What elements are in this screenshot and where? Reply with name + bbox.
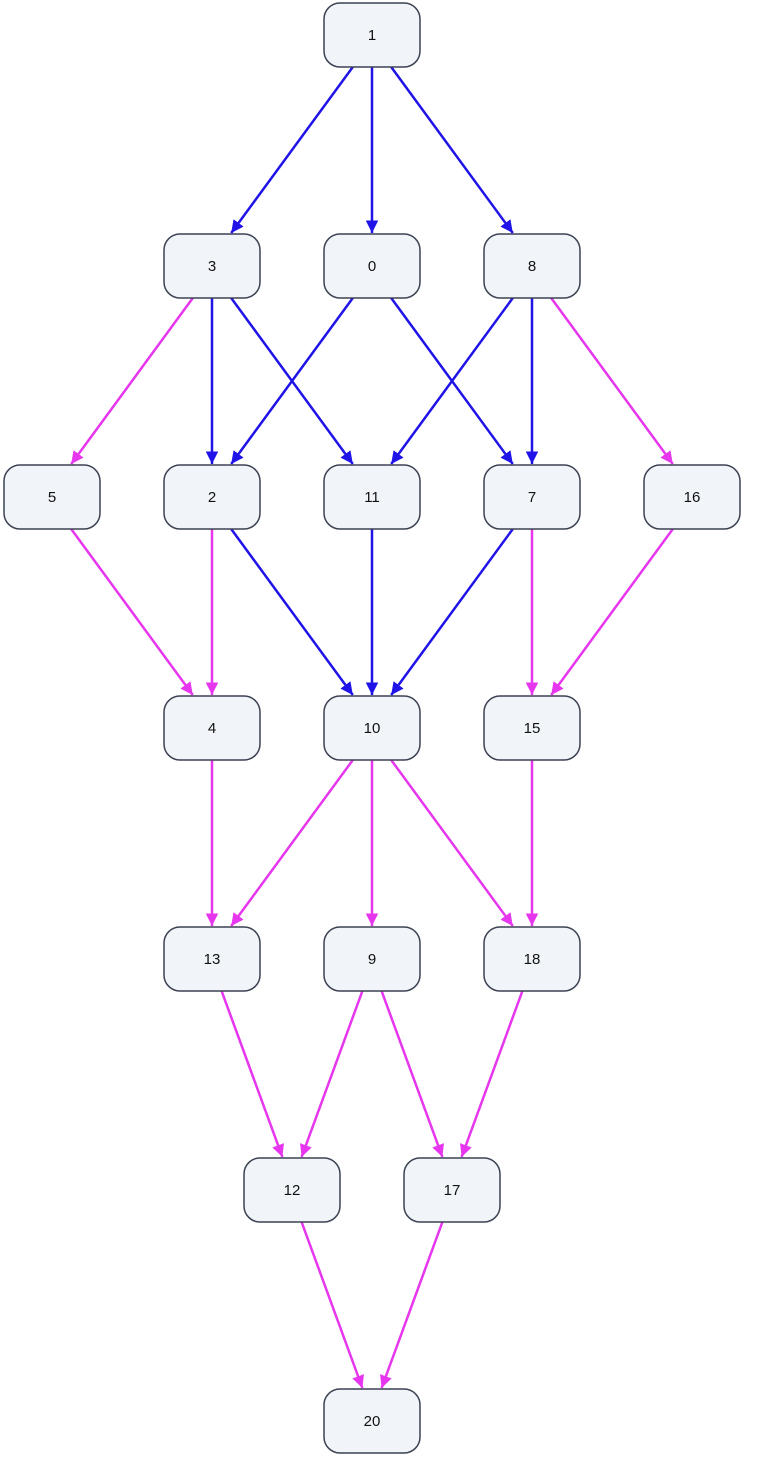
node-label-9: 9: [368, 951, 376, 968]
node-box-3: [163, 233, 261, 299]
node-box-20: [323, 1388, 421, 1454]
edges-layer: [70, 66, 674, 1389]
graph-node-9: 9: [323, 926, 421, 992]
node-label-16: 16: [684, 489, 701, 506]
edge-18-to-17: [460, 990, 524, 1158]
graph-node-15: 15: [483, 695, 581, 761]
graph-node-20: 20: [323, 1388, 421, 1454]
node-box-17: [403, 1157, 501, 1223]
graph-node-3: 3: [163, 233, 261, 299]
graph-node-0: 0: [323, 233, 421, 299]
graph-node-4: 4: [163, 695, 261, 761]
node-label-5: 5: [48, 489, 56, 506]
node-label-13: 13: [204, 951, 221, 968]
node-box-0: [323, 233, 421, 299]
node-label-2: 2: [208, 489, 216, 506]
node-box-9: [323, 926, 421, 992]
edge-12-to-20: [300, 1221, 364, 1389]
node-label-1: 1: [368, 27, 376, 44]
edge-3-to-5: [70, 297, 194, 465]
graph-node-13: 13: [163, 926, 261, 992]
edge-10-to-18: [390, 759, 514, 927]
edge-9-to-17: [380, 990, 444, 1158]
node-box-11: [323, 464, 421, 530]
node-box-18: [483, 926, 581, 992]
edge-0-to-2: [230, 297, 354, 465]
node-box-13: [163, 926, 261, 992]
node-box-8: [483, 233, 581, 299]
edge-1-to-3: [230, 66, 354, 234]
node-label-11: 11: [364, 489, 380, 506]
node-box-7: [483, 464, 581, 530]
edge-2-to-10: [230, 528, 354, 696]
edge-16-to-15: [550, 528, 674, 696]
node-label-3: 3: [208, 258, 216, 275]
graph-node-16: 16: [643, 464, 741, 530]
node-label-12: 12: [284, 1182, 301, 1199]
node-box-15: [483, 695, 581, 761]
edge-8-to-11: [390, 297, 514, 465]
node-box-10: [323, 695, 421, 761]
node-box-2: [163, 464, 261, 530]
graph-node-12: 12: [243, 1157, 341, 1223]
graph-node-2: 2: [163, 464, 261, 530]
graph-node-18: 18: [483, 926, 581, 992]
edge-8-to-16: [550, 297, 674, 465]
node-label-10: 10: [364, 720, 381, 737]
edge-10-to-13: [230, 759, 354, 927]
graph-node-17: 17: [403, 1157, 501, 1223]
node-label-7: 7: [528, 489, 536, 506]
node-box-16: [643, 464, 741, 530]
edge-17-to-20: [380, 1221, 444, 1389]
node-label-18: 18: [524, 951, 541, 968]
edge-5-to-4: [70, 528, 194, 696]
edge-7-to-10: [390, 528, 514, 696]
edge-1-to-8: [390, 66, 514, 234]
edge-9-to-12: [300, 990, 364, 1158]
edge-13-to-12: [220, 990, 284, 1158]
node-label-15: 15: [524, 720, 541, 737]
node-box-12: [243, 1157, 341, 1223]
node-label-20: 20: [364, 1413, 381, 1430]
node-label-0: 0: [368, 258, 376, 275]
node-label-4: 4: [208, 720, 216, 737]
graph-node-8: 8: [483, 233, 581, 299]
node-box-5: [3, 464, 101, 530]
node-label-17: 17: [444, 1182, 461, 1199]
node-label-8: 8: [528, 258, 536, 275]
graph-node-10: 10: [323, 695, 421, 761]
graph-node-1: 1: [323, 2, 421, 68]
graph-node-11: 11: [323, 464, 421, 530]
graph-node-5: 5: [3, 464, 101, 530]
graph-node-7: 7: [483, 464, 581, 530]
node-box-1: [323, 2, 421, 68]
node-box-4: [163, 695, 261, 761]
